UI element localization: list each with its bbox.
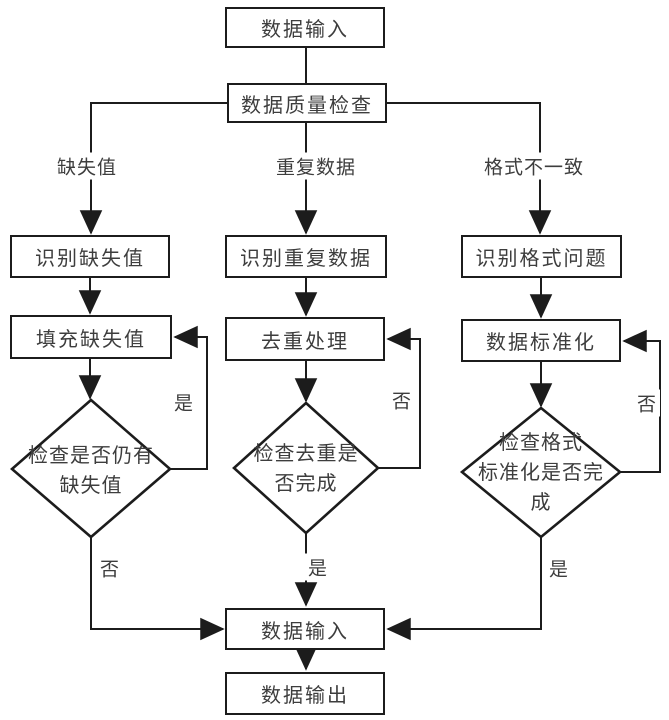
edge-label-format-exit-yes: 是 [545, 554, 573, 582]
node-standardize: 数据标准化 [461, 319, 621, 362]
edge-label-missing-exit-no: 否 [96, 554, 124, 582]
edge-label-format-loop-no: 否 [633, 389, 661, 417]
edge-label-dedup-loop-no: 否 [388, 386, 416, 414]
node-data-input-top: 数据输入 [225, 7, 385, 48]
edge-check-missing-to-merge [90, 537, 225, 641]
edge-label-missing-loop-yes: 是 [170, 388, 198, 416]
node-identify-missing: 识别缺失值 [10, 235, 170, 278]
edge-quality-to-identify-format [387, 102, 552, 235]
edge-loop-missing-yes [170, 325, 208, 470]
diamond-check-format-label: 检查格式 标准化是否完 成 [478, 432, 604, 514]
diamond-check-missing-label: 检查是否仍有 缺失值 [28, 445, 154, 497]
edge-loop-dedup-no [378, 327, 421, 469]
edge-label-dedup-exit-yes: 是 [304, 553, 332, 581]
node-data-input-bottom: 数据输入 [225, 608, 385, 650]
edge-check-format-to-merge [386, 537, 542, 641]
node-identify-format: 识别格式问题 [461, 235, 622, 278]
diamond-check-dedup-label: 检查去重是 否完成 [253, 443, 359, 495]
node-dedup-process: 去重处理 [225, 317, 385, 361]
node-fill-missing: 填充缺失值 [10, 315, 172, 359]
node-identify-duplicate: 识别重复数据 [225, 235, 387, 278]
node-data-output: 数据输出 [225, 672, 385, 715]
edge-label-duplicate-branch: 重复数据 [272, 152, 360, 180]
edge-label-missing-branch: 缺失值 [53, 152, 121, 180]
edge-quality-to-identify-missing [79, 102, 227, 235]
node-quality-check: 数据质量检查 [227, 83, 387, 123]
edge-label-format-branch: 格式不一致 [480, 152, 588, 180]
